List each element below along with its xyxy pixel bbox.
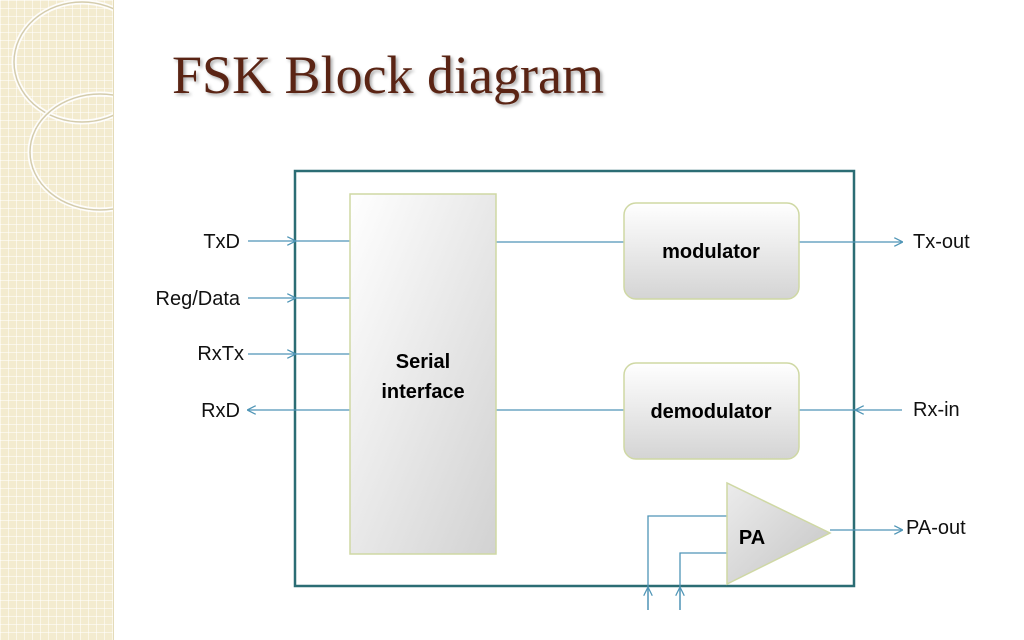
- pa-out-label: PA-out: [906, 517, 966, 539]
- serial-interface-label-line1: Serial: [396, 351, 450, 373]
- system-frame: [293, 169, 856, 588]
- pa-control-wire-2: [679, 552, 727, 610]
- modulator-label: modulator: [662, 241, 760, 263]
- tx-out-label: Tx-out: [913, 231, 970, 253]
- decorative-rings: [11, 0, 113, 213]
- rxd-label: RxD: [201, 400, 240, 422]
- pa-amplifier-block: [726, 481, 832, 586]
- pa-control-wire-1: [647, 515, 727, 610]
- rxtx-label: RxTx: [197, 343, 244, 365]
- reg-data-label: Reg/Data: [156, 288, 241, 310]
- rx-in-label: Rx-in: [913, 399, 960, 421]
- pa-label: PA: [739, 527, 765, 549]
- serial-interface-label-line2: interface: [381, 381, 464, 403]
- slide-title: FSK Block diagram: [172, 45, 604, 105]
- serial-interface-block: [349, 193, 497, 555]
- modulator-block: [623, 202, 800, 300]
- demodulator-label: demodulator: [650, 401, 771, 423]
- decorative-side-panel: [0, 0, 114, 640]
- txd-label: TxD: [203, 231, 240, 253]
- demodulator-block: [623, 362, 800, 460]
